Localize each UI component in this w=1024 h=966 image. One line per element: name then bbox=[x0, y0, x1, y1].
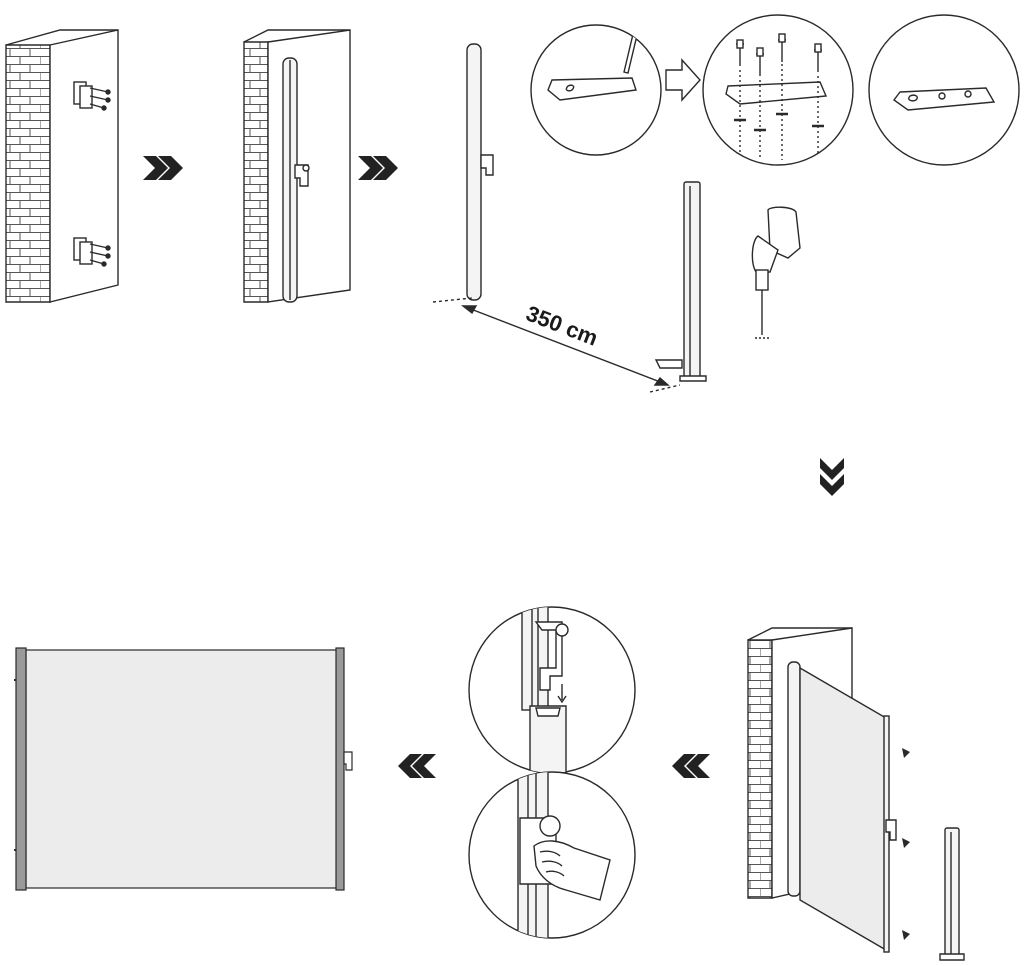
callout-mark-holes bbox=[530, 24, 662, 156]
end-post bbox=[944, 827, 960, 957]
chevron-left-icon bbox=[398, 754, 436, 778]
handle-icon bbox=[534, 621, 563, 691]
upper-bracket-icon bbox=[73, 81, 111, 111]
handle-icon bbox=[480, 154, 494, 176]
post-top bbox=[529, 705, 567, 773]
handle-icon bbox=[294, 164, 310, 187]
down-arrow-icon bbox=[557, 684, 567, 704]
callout-hand-lock bbox=[468, 771, 636, 939]
post-base-plate-icon bbox=[654, 359, 683, 369]
dimension-label: 350 cm bbox=[523, 301, 602, 351]
step-4-extend-screen bbox=[747, 627, 965, 961]
hand-icon bbox=[533, 840, 611, 901]
fabric-panel bbox=[799, 666, 887, 952]
step-2-cassette-mounted bbox=[243, 29, 351, 303]
lower-bracket-icon bbox=[73, 237, 111, 267]
chevron-left-icon bbox=[672, 754, 710, 778]
step-6-screen-extended bbox=[14, 647, 353, 891]
base-plate-icon bbox=[725, 81, 828, 105]
dimension-line bbox=[460, 305, 670, 386]
cassette-post bbox=[787, 661, 801, 897]
pull-direction-arrows bbox=[902, 748, 910, 940]
arrow-right-icon bbox=[665, 58, 701, 102]
chevron-right-icon bbox=[358, 156, 398, 180]
pull-bar-right bbox=[335, 647, 345, 891]
callout-bolt-plate bbox=[702, 14, 854, 166]
brick-wall bbox=[747, 639, 773, 899]
base-plate-icon bbox=[547, 77, 637, 101]
brick-wall bbox=[5, 44, 51, 303]
handle-icon bbox=[343, 751, 353, 771]
drill-icon bbox=[751, 206, 801, 339]
bolt-icons bbox=[736, 33, 822, 76]
handle-icon bbox=[885, 819, 897, 841]
chevron-down-icon bbox=[820, 458, 844, 496]
cassette-post-left bbox=[15, 647, 27, 891]
callout-handle-hook bbox=[468, 606, 636, 774]
fabric-panel bbox=[25, 649, 339, 889]
cassette-post bbox=[466, 43, 482, 301]
pull-bar bbox=[883, 715, 890, 953]
end-post bbox=[683, 181, 701, 379]
step-1-wall-brackets bbox=[5, 29, 119, 303]
brick-wall bbox=[243, 41, 269, 303]
callout-fixed-plate bbox=[868, 14, 1020, 166]
step-3-measure-and-post bbox=[432, 43, 801, 393]
chevron-right-icon bbox=[143, 156, 183, 180]
